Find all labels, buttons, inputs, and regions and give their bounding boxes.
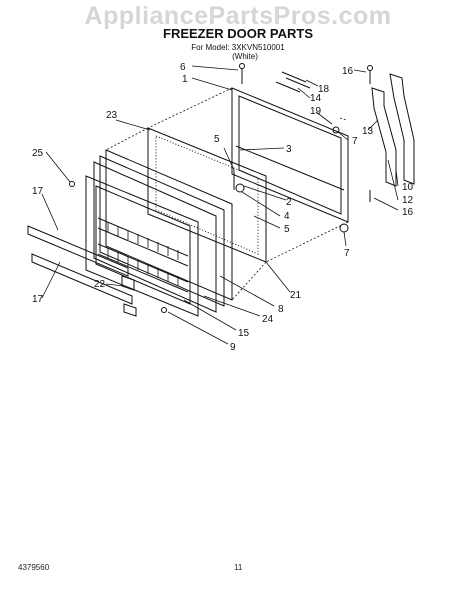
gasket-middle [99,155,225,307]
callout-17a: 17 [32,186,44,197]
rail-upper [27,225,129,277]
door-frame-inner [238,95,342,215]
callout-22: 22 [94,279,106,290]
callout-8: 8 [278,304,284,315]
callout-10: 10 [402,182,414,193]
hinge-left [371,87,397,187]
cross-bar [235,145,345,191]
shelf-1b [97,227,189,267]
gasket-outer [105,149,233,301]
callout-15: 15 [238,328,250,339]
page-title: FREEZER DOOR PARTS [163,26,313,41]
callout-2: 2 [286,197,292,208]
doc-number: 4379560 [18,563,50,572]
shelf-2 [97,243,189,283]
shelf-ribs [107,222,179,286]
callout-7b: 7 [344,248,350,259]
screw-head-16 [367,65,373,71]
end-cap-2 [123,303,137,317]
watermark: AppliancePartsPros.com [84,2,392,30]
end-cap-1 [121,275,135,291]
callout-5b: 5 [284,224,290,235]
callout-14: 14 [310,93,322,104]
projection-lines [105,87,349,301]
model-info: For Model: 3XKVN510001 (White) [0,43,476,61]
leader-lines [41,65,399,345]
gasket-inner [93,161,217,313]
callout-6: 6 [180,62,186,73]
shelf-2b [97,253,189,293]
door-liner [85,175,199,317]
callout-19: 19 [310,106,322,117]
callout-17b: 17 [32,294,44,305]
shelf-1 [97,217,189,257]
bumper-7-bottom [339,223,349,233]
callout-16a: 16 [342,66,354,77]
callout-25: 25 [32,148,44,159]
line-art [27,63,415,317]
callout-5a: 5 [214,134,220,145]
callout-7a: 7 [352,136,358,147]
callout-13: 13 [362,126,374,137]
strip-18 [281,71,307,83]
callout-3: 3 [286,144,292,155]
insulation-area [155,135,259,255]
screw-9 [161,307,167,313]
variant-label: (White) [232,52,258,61]
screw-head-6 [239,63,245,69]
callout-21: 21 [290,290,302,301]
callout-9: 9 [230,342,236,353]
stop-4 [235,183,245,193]
clip-7-top [332,126,340,134]
rail-lower [31,253,133,305]
door-liner-inner [95,185,191,305]
callout-24: 24 [262,314,274,325]
strip-18b [285,77,311,89]
callout-1: 1 [182,74,188,85]
callout-16b: 16 [402,207,414,218]
screw-25 [69,181,75,187]
door-panel [147,127,267,263]
model-line: For Model: 3XKVN510001 [191,43,285,52]
hinge-right [389,73,415,185]
callout-18: 18 [318,84,330,95]
callout-4: 4 [284,211,290,222]
callout-labels: 6 1 16 18 14 19 23 5 7 3 13 25 2 10 12 1… [32,62,414,353]
page-number: 11 [234,563,243,572]
callout-23: 23 [106,110,118,121]
strip-14 [275,81,301,93]
callout-12: 12 [402,195,414,206]
